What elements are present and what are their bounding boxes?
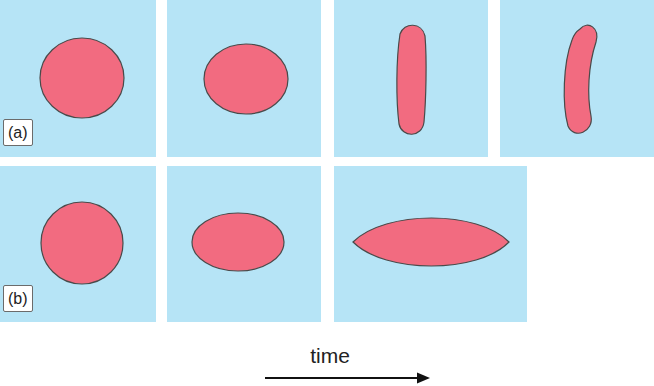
drop-shape bbox=[397, 25, 426, 134]
panel bbox=[167, 0, 321, 157]
panel bbox=[0, 0, 156, 157]
drop-shape bbox=[41, 202, 123, 284]
drop-shape bbox=[204, 44, 288, 114]
panel bbox=[167, 166, 321, 322]
panel-grounds bbox=[0, 0, 654, 322]
drops bbox=[40, 25, 597, 284]
panel bbox=[0, 166, 156, 322]
drop-shape bbox=[40, 38, 124, 118]
arrow-head bbox=[417, 373, 430, 384]
panel bbox=[500, 0, 654, 157]
axis-label: time bbox=[310, 343, 350, 368]
time-arrow bbox=[265, 373, 430, 384]
panel bbox=[334, 166, 527, 322]
drop-shape bbox=[192, 213, 284, 271]
drop-shape bbox=[353, 218, 509, 266]
arrow-shaft bbox=[265, 377, 420, 379]
panel bbox=[334, 0, 488, 157]
panel-tag: (b) bbox=[3, 285, 33, 312]
drop-shape bbox=[564, 25, 597, 133]
panel-tag: (a) bbox=[3, 119, 33, 146]
